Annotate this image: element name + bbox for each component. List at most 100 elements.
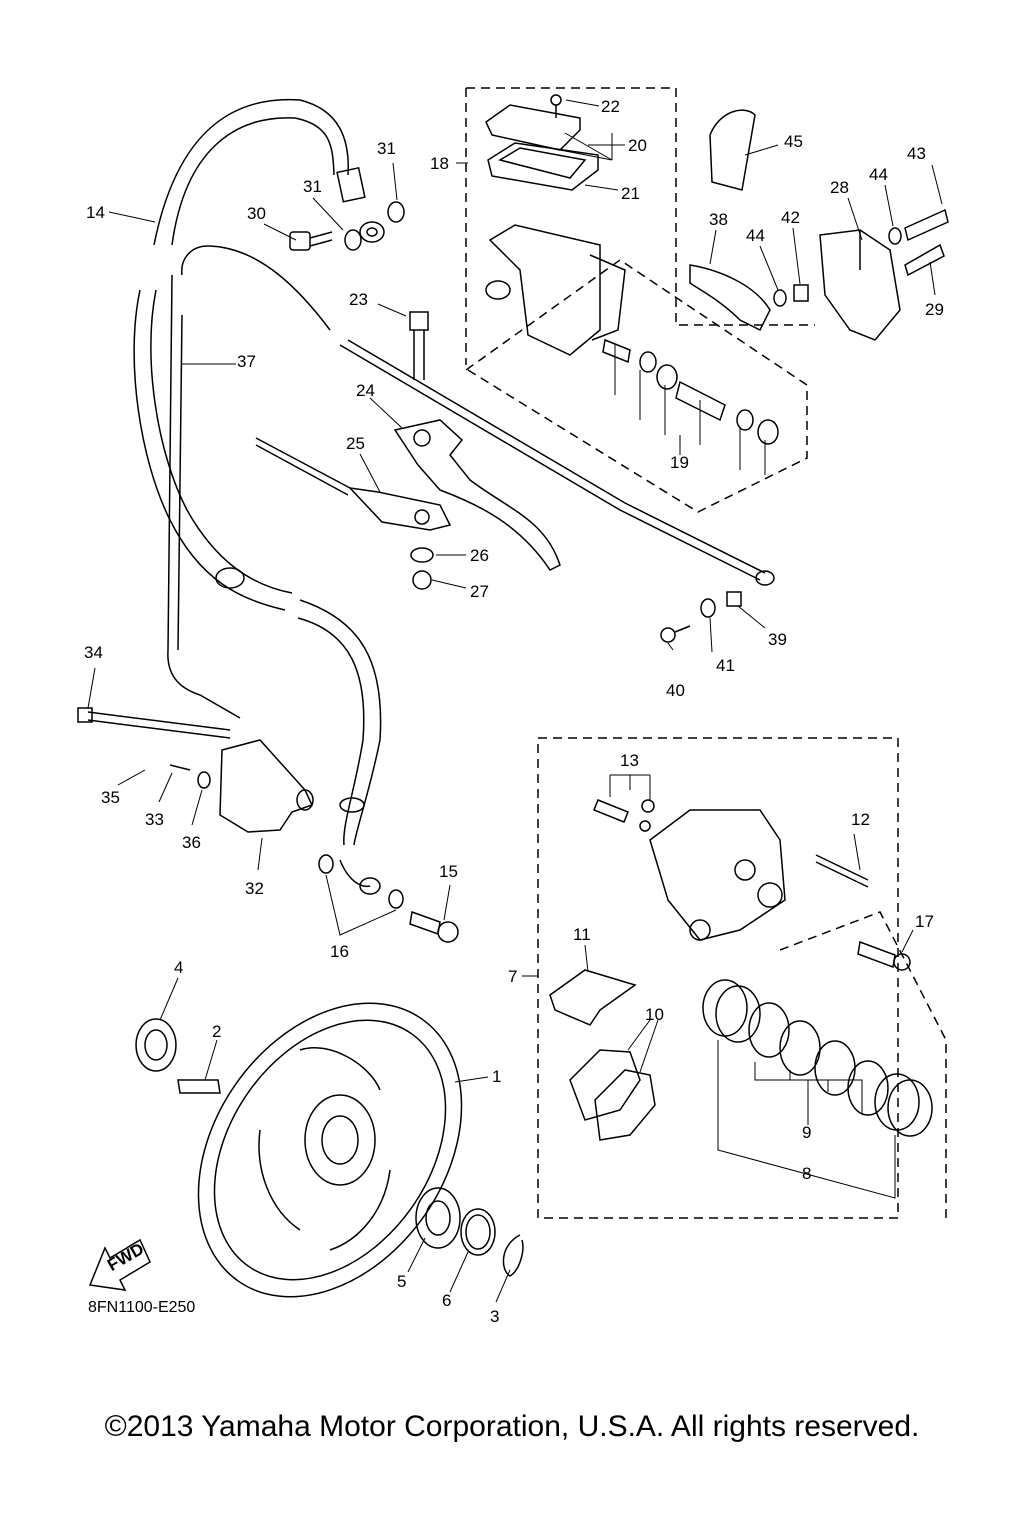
callout-19: 19: [670, 453, 689, 472]
callout-44a: 44: [746, 226, 765, 245]
callout-2: 2: [212, 1022, 221, 1041]
bracket-28: [819, 229, 901, 341]
callout-38: 38: [709, 210, 728, 229]
bolt-43: [904, 208, 949, 242]
callout-20: 20: [628, 136, 647, 155]
washer-44b: [888, 227, 902, 245]
bolt-29: [904, 243, 945, 277]
callout-30: 30: [247, 204, 266, 223]
collar-39: [726, 591, 742, 607]
callout-27: 27: [470, 582, 489, 601]
callout-4: 4: [174, 958, 183, 977]
diagram-code: 8FN1100-E250: [88, 1299, 195, 1316]
callout-31a: 31: [303, 177, 322, 196]
bolt-40: [660, 625, 691, 643]
callout-45: 45: [784, 132, 803, 151]
union-bolt-30: [289, 231, 333, 251]
callout-5: 5: [397, 1272, 406, 1291]
callout-34: 34: [84, 643, 103, 662]
master-cylinder-18: [485, 104, 626, 356]
callout-15: 15: [439, 862, 458, 881]
callout-39: 39: [768, 630, 787, 649]
callout-3: 3: [490, 1307, 499, 1326]
collar-4: [135, 1018, 177, 1072]
washer-31b: [387, 201, 405, 223]
caliper-32: [77, 707, 314, 833]
callout-18: 18: [430, 154, 449, 173]
group-box-7: [537, 737, 947, 1219]
callout-29: 29: [925, 300, 944, 319]
seal-9c: [814, 1040, 856, 1096]
callout-41: 41: [716, 656, 735, 675]
brake-pads-10: [569, 1049, 656, 1141]
callout-25: 25: [346, 434, 365, 453]
callout-14: 14: [86, 203, 105, 222]
washer-26: [410, 547, 434, 563]
callout-10: 10: [645, 1005, 664, 1024]
callout-12: 12: [851, 810, 870, 829]
group-box-18: [465, 87, 815, 365]
screw-22: [550, 94, 562, 118]
callout-7: 7: [508, 967, 517, 986]
brake-lever-24: [393, 419, 561, 571]
seal-9d: [847, 1060, 889, 1116]
callout-23: 23: [349, 290, 368, 309]
callout-17: 17: [915, 912, 934, 931]
callout-35: 35: [101, 788, 120, 807]
callout-28: 28: [830, 178, 849, 197]
pedal-lever-38: [689, 264, 771, 332]
collar-42: [793, 284, 809, 302]
bolt-23: [409, 311, 429, 380]
brake-cable-37: [167, 245, 775, 719]
callout-21: 21: [621, 184, 640, 203]
washer-31a: [344, 229, 362, 251]
callout-33: 33: [145, 810, 164, 829]
bleeder-13: [593, 799, 655, 832]
fwd-arrow-icon: [88, 1238, 151, 1291]
callout-labels: 1 2 3 4 5 6 7 8 9 10 11 12 13 14 15 16 1…: [84, 97, 944, 1326]
callout-9: 9: [802, 1123, 811, 1142]
fwd-label: FWD: [104, 1239, 147, 1275]
key-2: [177, 1079, 221, 1094]
cable-bracket-25: [255, 437, 452, 531]
circlip-3: [502, 1234, 524, 1277]
piston-kit-19: [602, 338, 779, 445]
washer-6: [460, 1208, 496, 1256]
washer-16a: [318, 854, 334, 874]
group-box-19: [465, 259, 808, 513]
callout-43: 43: [907, 144, 926, 163]
callout-8: 8: [802, 1164, 811, 1183]
callout-22: 22: [601, 97, 620, 116]
callout-1: 1: [492, 1067, 501, 1086]
bolt-17: [857, 940, 911, 971]
seal-9a: [748, 1002, 790, 1058]
brake-disc-1: [197, 1002, 463, 1298]
washer-44a: [773, 289, 787, 307]
callout-24: 24: [356, 381, 375, 400]
washer-16b: [388, 889, 404, 909]
callout-31b: 31: [377, 139, 396, 158]
leader-lines: [87, 99, 943, 1303]
washer-41: [700, 598, 716, 618]
caliper-7: [649, 809, 869, 941]
piston-8a: [702, 979, 761, 1043]
callout-16: 16: [330, 942, 349, 961]
callout-44b: 44: [869, 165, 888, 184]
callout-36: 36: [182, 833, 201, 852]
callout-42: 42: [781, 208, 800, 227]
callout-26: 26: [470, 546, 489, 565]
callout-37: 37: [237, 352, 256, 371]
callout-32: 32: [245, 879, 264, 898]
callout-13: 13: [620, 751, 639, 770]
copyright-notice: ©2013 Yamaha Motor Corporation, U.S.A. A…: [104, 1410, 920, 1443]
nut-27: [412, 570, 432, 590]
brake-hose-14: [133, 98, 385, 895]
callout-40: 40: [666, 681, 685, 700]
callout-6: 6: [442, 1291, 451, 1310]
union-bolt-15: [409, 910, 459, 943]
washer-36: [197, 771, 211, 789]
tag-45: [709, 109, 756, 191]
collar-5: [415, 1187, 461, 1249]
seal-9b: [779, 1020, 821, 1076]
